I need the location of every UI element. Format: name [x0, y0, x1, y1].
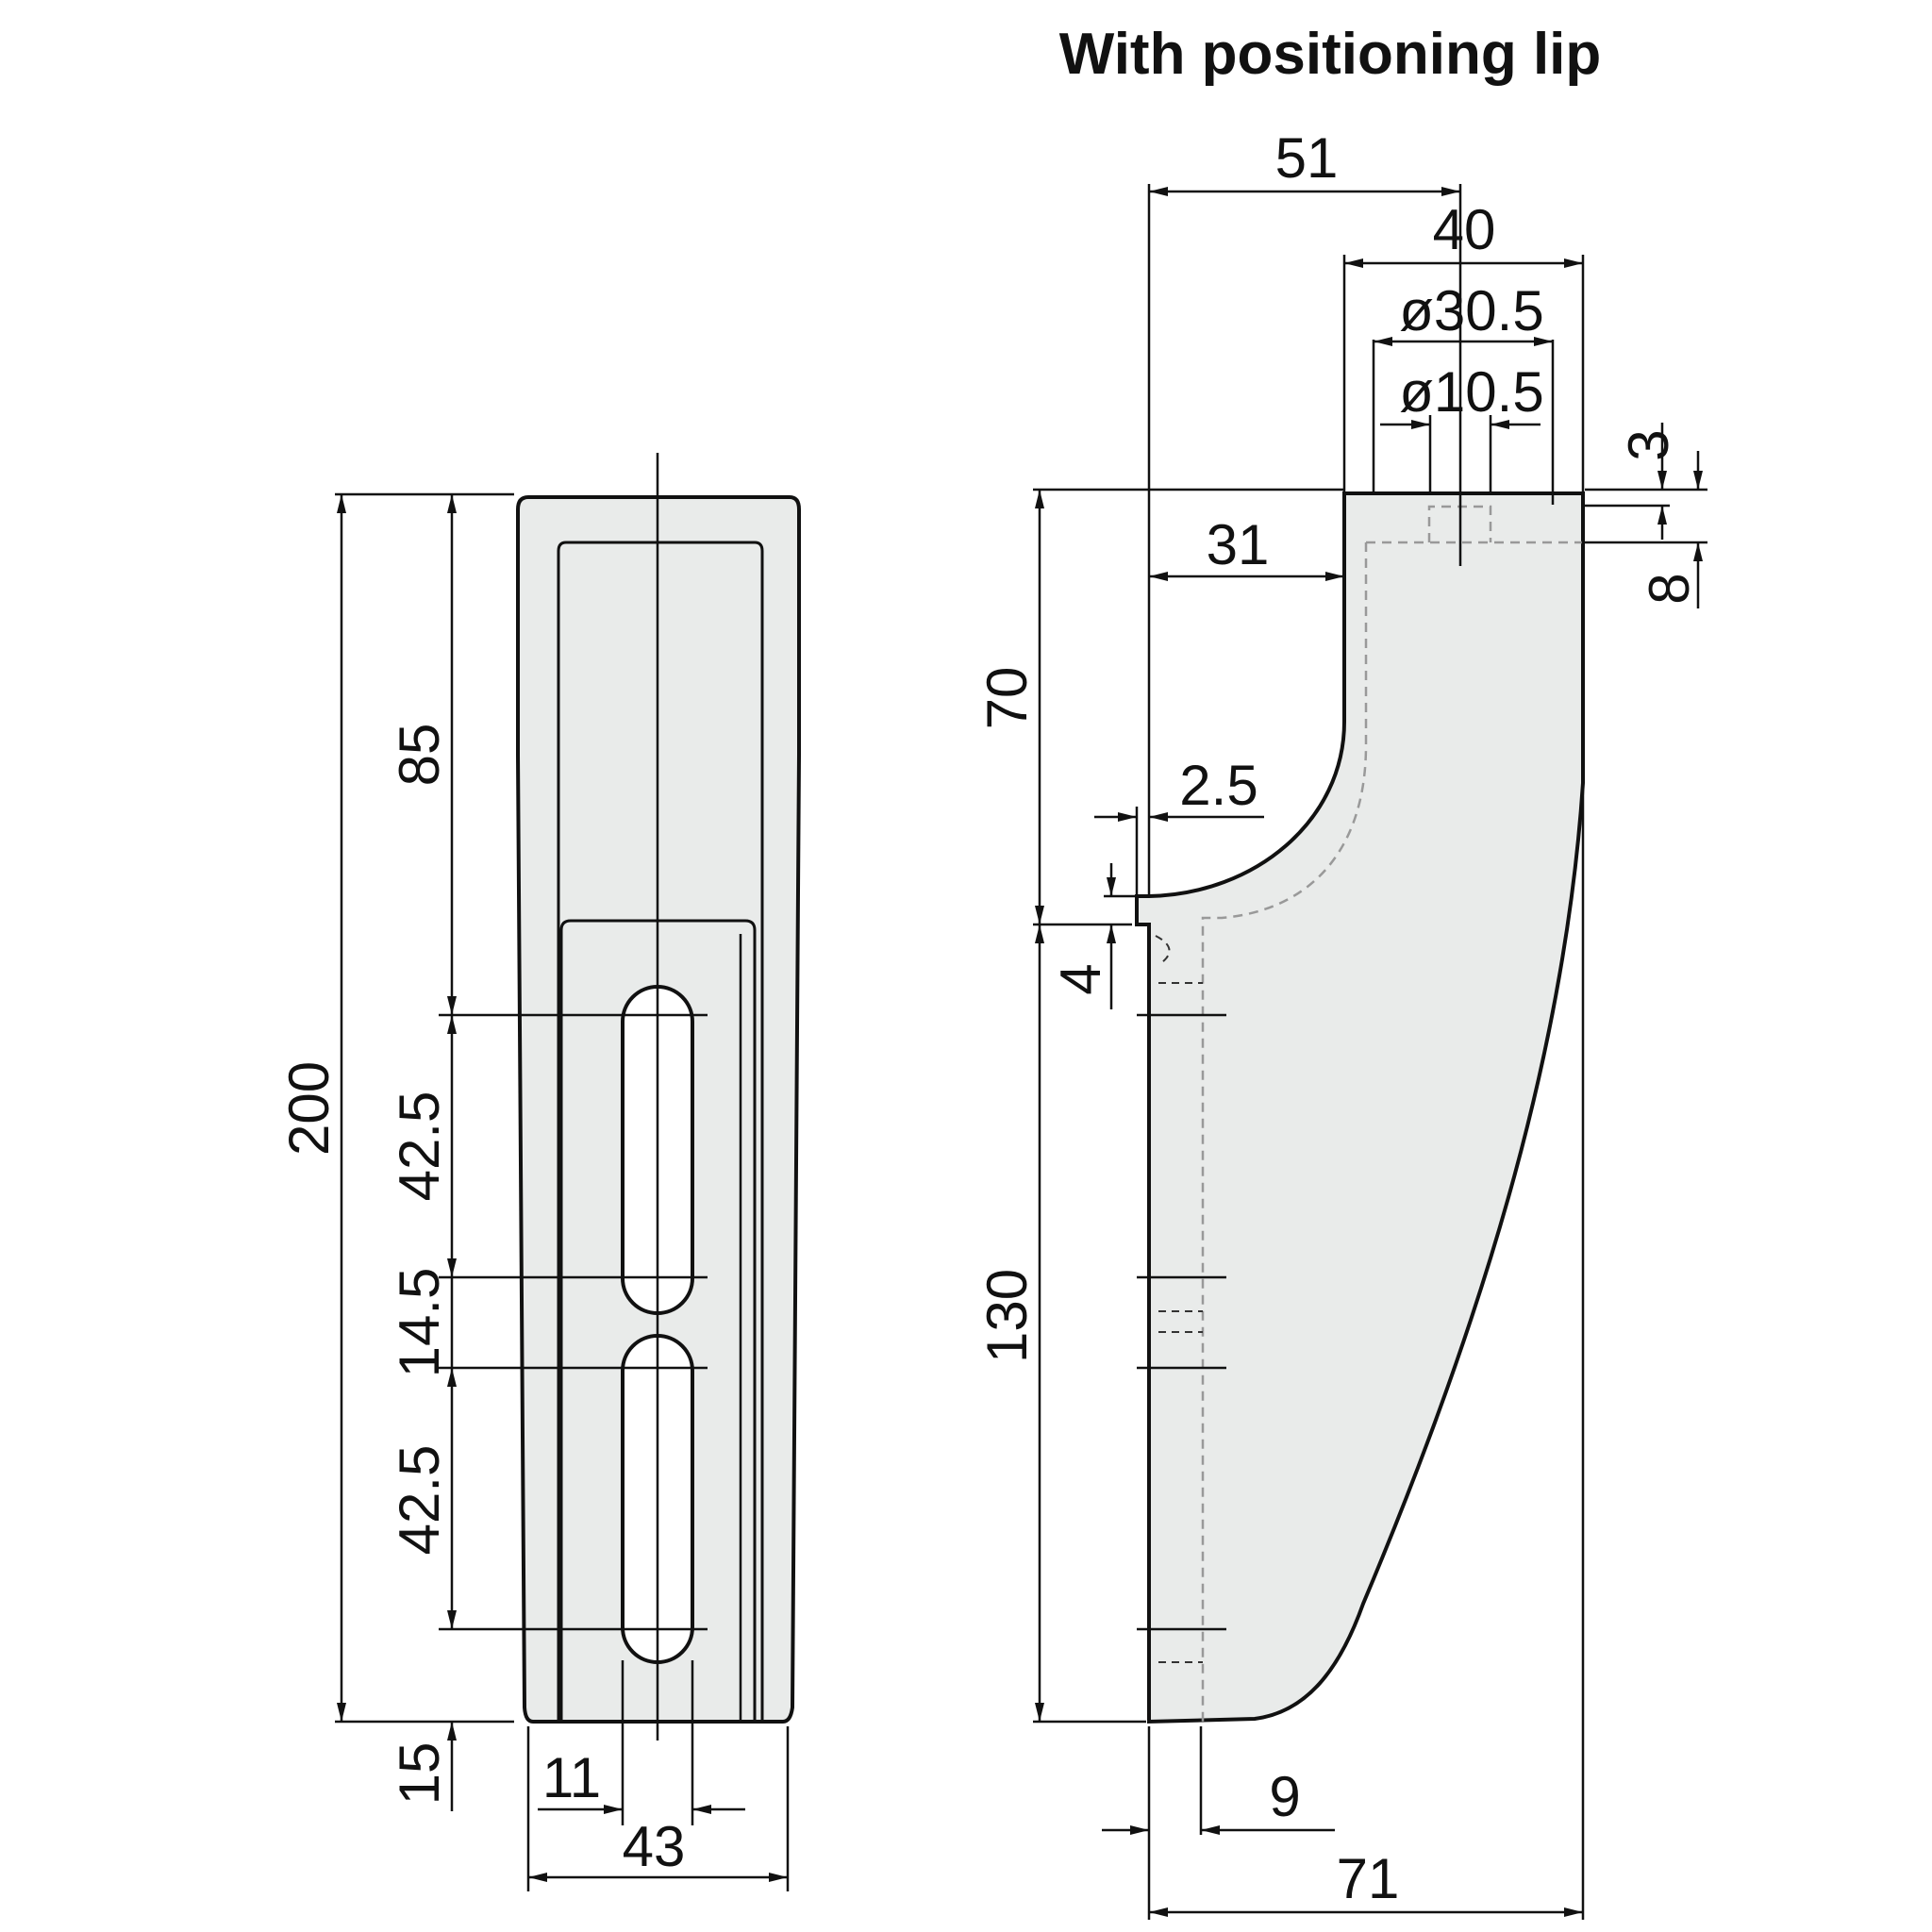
- dim-text-15: 15: [388, 1742, 451, 1806]
- side-view: 51 40 ø30.5 ø10.5 3 8 31 70 2.5 4 130 9 …: [975, 126, 1707, 1920]
- dim-text-2-5: 2.5: [1179, 754, 1257, 817]
- dim-text-8: 8: [1638, 573, 1701, 604]
- dim-text-14-5: 14.5: [388, 1268, 451, 1378]
- side-view-hidden-lip: [1155, 935, 1171, 963]
- dim-text-71: 71: [1337, 1847, 1400, 1910]
- dim-text-42-5-lower: 42.5: [388, 1445, 451, 1556]
- dim-text-51: 51: [1275, 126, 1339, 190]
- front-view-recess: [557, 541, 764, 698]
- dim-text-30-5: ø30.5: [1399, 279, 1543, 342]
- dim-text-3: 3: [1617, 429, 1680, 460]
- dim-text-31: 31: [1207, 513, 1270, 576]
- dim-text-43: 43: [623, 1815, 686, 1878]
- dim-text-11: 11: [542, 1746, 601, 1809]
- side-view-body: [1137, 493, 1583, 1722]
- dim-text-85: 85: [388, 724, 451, 787]
- dim-text-200: 200: [277, 1061, 341, 1156]
- front-view: 200 85 42.5 14.5 42.5 15 11 43: [277, 453, 801, 1891]
- drawing-title: With positioning lip: [1059, 22, 1602, 87]
- dim-text-40: 40: [1433, 198, 1496, 261]
- dim-text-4: 4: [1049, 963, 1112, 994]
- dim-text-42-5-upper: 42.5: [388, 1091, 451, 1202]
- front-view-outline: [516, 495, 801, 1724]
- dim-text-70: 70: [975, 667, 1039, 730]
- side-view-hidden-profile: [1201, 542, 1368, 1722]
- dim-text-130: 130: [975, 1269, 1039, 1363]
- dim-text-10-5: ø10.5: [1399, 360, 1543, 424]
- side-view-outline: [1135, 491, 1585, 1724]
- dim-text-9: 9: [1269, 1765, 1300, 1828]
